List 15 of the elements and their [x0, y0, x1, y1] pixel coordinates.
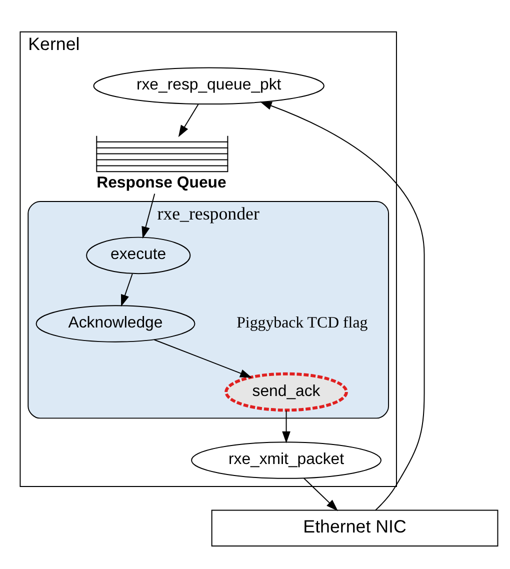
- arrow: [142, 192, 156, 238]
- node-label: Piggyback TCD flag: [236, 314, 368, 331]
- arrow: [282, 409, 290, 443]
- arrow: [154, 338, 252, 378]
- node-ellipse: rxe_resp_queue_pkt: [93, 66, 324, 104]
- node-box: Ethernet NIC: [211, 509, 498, 546]
- arrow: [121, 272, 133, 306]
- node-ellipse: rxe_xmit_packet: [191, 441, 382, 478]
- node-ellipse: Acknowledge: [36, 304, 196, 342]
- arrow: [178, 103, 199, 137]
- node-ellipse: execute: [86, 236, 191, 274]
- node-ellipse: send_ack: [224, 372, 348, 412]
- node-text: Response Queue: [96, 174, 226, 191]
- arrow: [260, 101, 425, 510]
- arrow: [303, 477, 338, 511]
